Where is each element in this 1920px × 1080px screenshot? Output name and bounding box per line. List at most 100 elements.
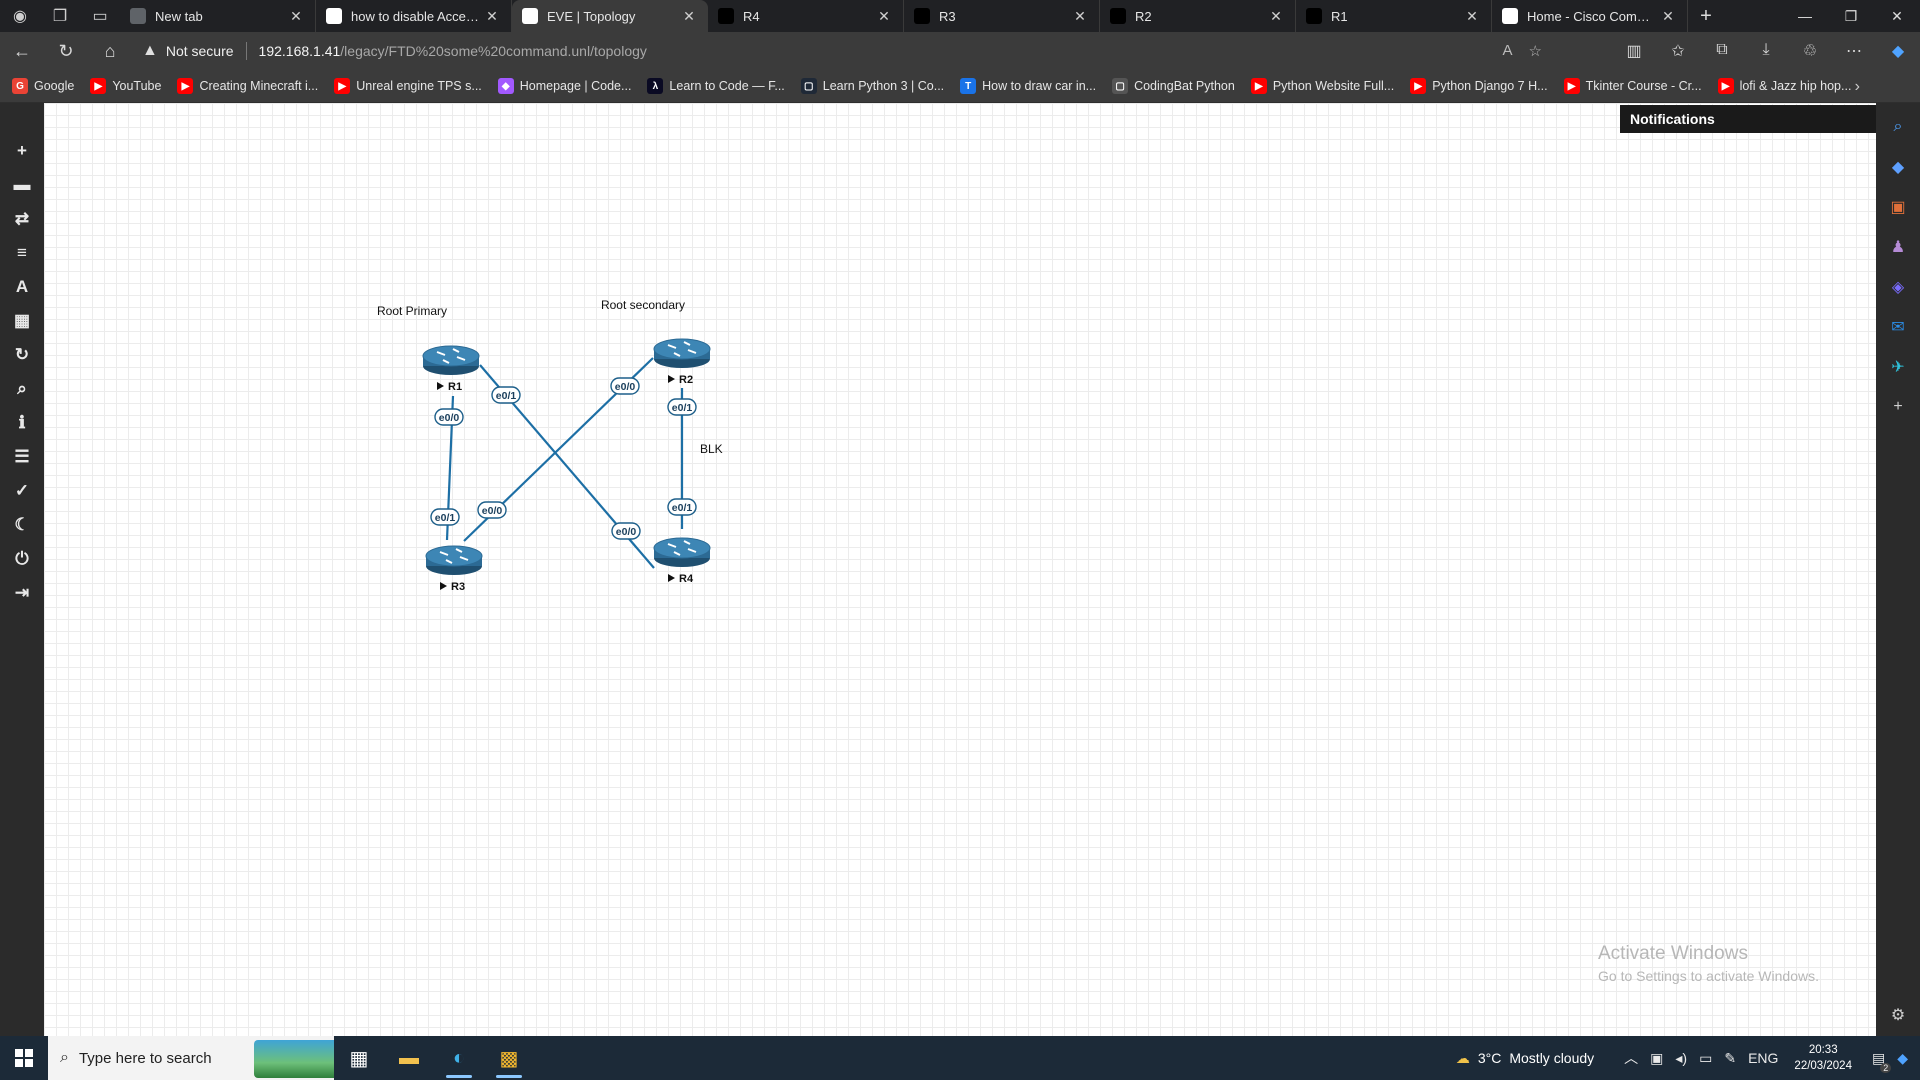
collections-icon[interactable]: ⧉ [1716, 41, 1728, 58]
search-icon[interactable]: ⌕ [1893, 118, 1903, 135]
lab-details-icon[interactable]: ☰ [14, 447, 30, 466]
play-icon[interactable] [440, 582, 447, 590]
interface-label[interactable]: e0/1 [667, 398, 697, 416]
interface-label[interactable]: e0/0 [477, 501, 507, 519]
power-icon[interactable]: ⏻ [15, 549, 29, 568]
bookmark-item[interactable]: ▶Python Django 7 H... [1410, 78, 1548, 94]
file-explorer-icon[interactable]: ▬ [399, 1046, 419, 1069]
app-yellow-icon[interactable]: ▩ [484, 1036, 534, 1080]
sidebar-settings-icon[interactable]: ⚙ [1890, 1007, 1906, 1024]
browser-tab[interactable]: New tab✕ [120, 0, 316, 32]
bookmark-item[interactable]: ▶Tkinter Course - Cr... [1563, 78, 1702, 94]
task-view-icon[interactable]: ▦ [349, 1047, 369, 1070]
clock[interactable]: 20:33 22/03/2024 [1794, 1042, 1852, 1074]
tab-close-icon[interactable]: ✕ [486, 7, 498, 24]
refresh-icon[interactable]: ↻ [58, 40, 74, 61]
bookmark-item[interactable]: ▢CodingBat Python [1112, 78, 1235, 94]
tab-close-icon[interactable]: ✕ [1466, 7, 1478, 24]
startup-configs-icon[interactable]: ≡ [17, 243, 27, 262]
minimize-icon[interactable]: — [1798, 8, 1812, 24]
games-icon[interactable]: ♟ [1890, 239, 1906, 256]
favorites-icon[interactable]: ✩ [1671, 43, 1685, 60]
bookmark-item[interactable]: ▶YouTube [90, 78, 161, 94]
text-blk[interactable]: BLK [700, 442, 723, 456]
zoom-icon[interactable]: ⌕ [17, 379, 27, 398]
tab-close-icon[interactable]: ✕ [1074, 7, 1086, 24]
tab-close-icon[interactable]: ✕ [1662, 7, 1674, 24]
restore-icon[interactable]: ❐ [1844, 7, 1858, 24]
text-icon[interactable]: A [15, 277, 29, 296]
play-icon[interactable] [668, 375, 675, 383]
new-tab-button[interactable]: + [1700, 4, 1712, 27]
start-button[interactable] [0, 1036, 48, 1080]
dark-mode-icon[interactable]: ☾ [14, 515, 30, 534]
volume-icon[interactable]: ◂) [1675, 1049, 1688, 1066]
edge-browser-icon[interactable]: ◐ [434, 1036, 484, 1080]
tab-close-icon[interactable]: ✕ [878, 7, 890, 24]
tray-chevron-icon[interactable]: ︿ [1624, 1050, 1639, 1066]
drop-icon[interactable]: ✈ [1891, 359, 1905, 376]
interface-label[interactable]: e0/0 [434, 408, 464, 426]
info-icon[interactable]: ℹ [18, 413, 26, 432]
downloads-icon[interactable]: ⤓ [1762, 41, 1770, 58]
more-menu-icon[interactable]: ⋯ [1846, 43, 1862, 60]
router-r1[interactable]: R1 [422, 345, 480, 393]
network-icon[interactable]: ▭ [1699, 1049, 1713, 1066]
text-root-primary[interactable]: Root Primary [377, 304, 447, 318]
meet-icon[interactable]: ▣ [1650, 1049, 1664, 1066]
browser-tab[interactable]: how to disable Accept co✕ [316, 0, 512, 32]
status-icon[interactable]: ✓ [14, 481, 30, 500]
browser-tab[interactable]: R3✕ [904, 0, 1100, 32]
browser-tab[interactable]: EVE | Topology✕ [512, 0, 708, 32]
browser-tab[interactable]: Home - Cisco Communit✕ [1492, 0, 1688, 32]
nodes-icon[interactable]: ▬ [13, 175, 31, 194]
sidebar-add-icon[interactable]: + [1893, 398, 1903, 415]
url-field[interactable]: ▲ Not secure 192.168.1.41 /legacy/FTD%20… [132, 36, 1552, 66]
interface-label[interactable]: e0/0 [611, 522, 641, 540]
router-r3[interactable]: R3 [425, 545, 483, 593]
weather-widget[interactable]: ☁ 3°C Mostly cloudy [1456, 1050, 1594, 1067]
pen-icon[interactable]: ✎ [1724, 1049, 1737, 1066]
interface-label[interactable]: e0/1 [667, 498, 697, 516]
pictures-icon[interactable]: ▦ [13, 311, 31, 330]
interface-label[interactable]: e0/0 [610, 377, 640, 395]
back-icon[interactable]: ← [13, 40, 31, 61]
text-root-secondary[interactable]: Root secondary [601, 298, 685, 312]
extensions-icon[interactable]: ♲ [1802, 43, 1818, 60]
bookmark-item[interactable]: ▶lofi & Jazz hip hop... [1717, 78, 1851, 94]
split-screen-icon[interactable]: ▥ [1626, 43, 1642, 60]
router-r2[interactable]: R2 [653, 338, 711, 386]
m365-icon[interactable]: ◈ [1891, 279, 1905, 296]
taskbar-search-input[interactable]: ⌕ Type here to search [48, 1036, 334, 1080]
language-indicator[interactable]: ENG [1748, 1050, 1779, 1066]
logout-icon[interactable]: ⇥ [14, 583, 30, 602]
read-aloud-icon[interactable]: A [1502, 42, 1513, 59]
bookmark-item[interactable]: ▶Unreal engine TPS s... [334, 78, 482, 94]
browser-tab[interactable]: R2✕ [1100, 0, 1296, 32]
close-window-icon[interactable]: ✕ [1891, 7, 1903, 24]
bookmark-item[interactable]: ▶Python Website Full... [1250, 78, 1394, 94]
networks-icon[interactable]: ⇄ [14, 209, 30, 228]
bookmark-item[interactable]: ▢Learn Python 3 | Co... [800, 78, 944, 94]
refresh-icon[interactable]: ↻ [14, 345, 30, 364]
play-icon[interactable] [437, 382, 444, 390]
interface-label[interactable]: e0/1 [491, 386, 521, 404]
bookmarks-overflow-icon[interactable]: › [1854, 77, 1860, 95]
home-icon[interactable]: ⌂ [104, 40, 116, 61]
tab-close-icon[interactable]: ✕ [1270, 7, 1282, 24]
tab-actions-icon[interactable]: ▭ [92, 8, 108, 25]
notification-center-icon[interactable]: ▤2 [1872, 1050, 1892, 1073]
workspaces-icon[interactable]: ❐ [52, 8, 68, 25]
browser-tab[interactable]: R4✕ [708, 0, 904, 32]
play-icon[interactable] [668, 574, 675, 582]
copilot-taskbar-icon[interactable]: ◆ [1897, 1049, 1908, 1066]
router-r4[interactable]: R4 [653, 537, 711, 585]
bookmark-item[interactable]: ▶Creating Minecraft i... [177, 78, 318, 94]
add-icon[interactable]: + [17, 141, 27, 160]
outlook-icon[interactable]: ✉ [1891, 319, 1905, 336]
